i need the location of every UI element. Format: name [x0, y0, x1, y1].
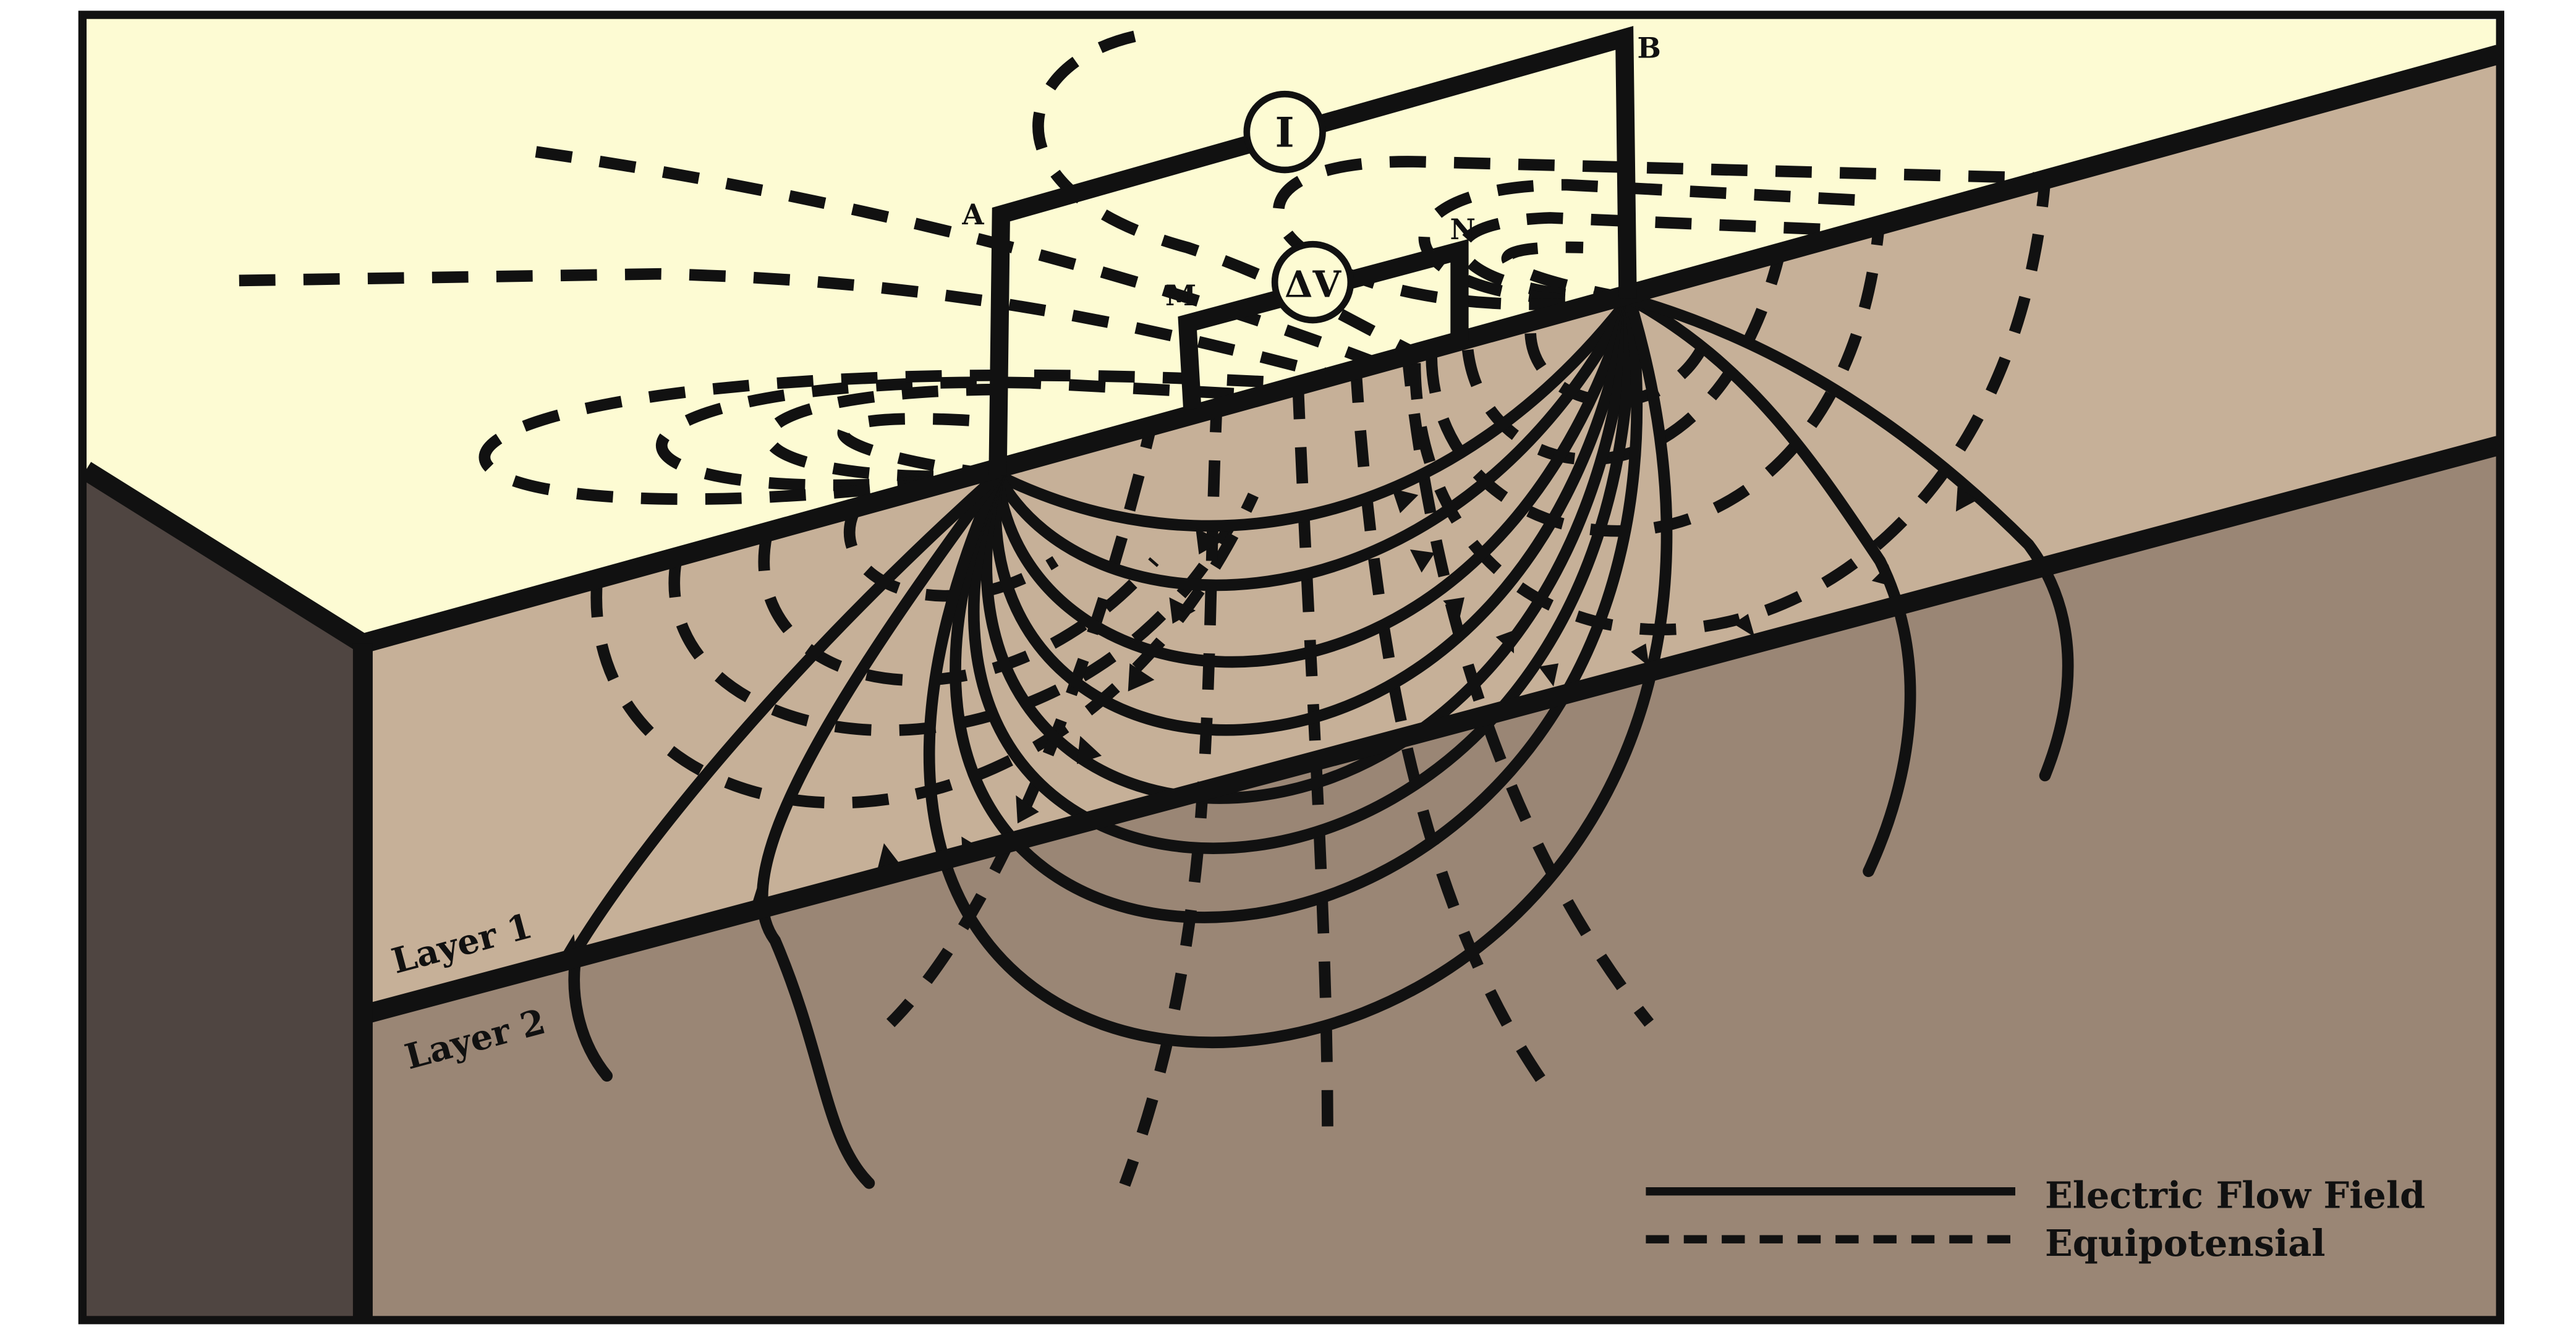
equipotential-b-1 — [1524, 332, 1712, 407]
flow-arrow — [1409, 549, 1435, 573]
equipotential-m-1 — [1119, 396, 1223, 1187]
flow-line-1 — [992, 292, 1636, 532]
flow-line-10 — [568, 469, 1004, 1082]
equipotential-a-4 — [590, 493, 1259, 809]
flow-arrow — [1077, 735, 1102, 765]
flow-arrow — [1538, 663, 1559, 687]
equipotential-a-3 — [668, 525, 1234, 737]
equipotential-a-2 — [758, 533, 1159, 687]
electrode-b-label: B — [1638, 31, 1661, 64]
layer-2-face — [362, 445, 2499, 1320]
current-meter-circle — [1243, 90, 1326, 174]
flow-arrow — [1128, 663, 1155, 692]
surface-equipotential-1 — [837, 413, 999, 481]
legend-flow-label: Electric Flow Field — [2045, 1174, 2425, 1216]
surface-equipotential-5 — [239, 268, 1338, 382]
electrode-m-label: M — [1165, 279, 1196, 312]
flow-line-5 — [980, 292, 1636, 804]
flow-arrow — [1169, 597, 1196, 624]
surface-equipotential-7 — [1032, 30, 1421, 360]
flow-arrow — [1955, 486, 1978, 512]
surface-equipotential-lines — [239, 30, 2046, 505]
flow-arrow — [1392, 488, 1419, 514]
flow-arrow — [1495, 630, 1514, 654]
flow-arrow — [1631, 643, 1649, 667]
flow-arrows — [559, 486, 1978, 962]
current-meter-label: I — [1275, 108, 1294, 157]
legend-equipotential-label: Equipotensial — [2045, 1222, 2326, 1264]
equipotential-n-1 — [1350, 366, 1547, 1085]
flow-line-7 — [950, 292, 1643, 923]
flow-line-3 — [992, 292, 1636, 668]
flow-line-4 — [990, 292, 1636, 736]
surface-equipotential-10 — [1418, 179, 1881, 306]
flow-arrow — [1443, 597, 1464, 619]
voltage-meter-label: ΔV — [1285, 263, 1342, 306]
flow-line-12 — [1623, 292, 2074, 782]
surface-equipotential-3 — [656, 376, 1278, 491]
side-face — [85, 470, 363, 1320]
equipotential-b-4 — [1409, 180, 2051, 636]
electrode-n-label: N — [1450, 213, 1476, 246]
layer-1-face — [362, 54, 2499, 1015]
flow-arrow — [1016, 795, 1039, 824]
layer-boundary — [360, 436, 2501, 1025]
voltage-meter-circle — [1271, 240, 1354, 324]
flow-arrow — [1196, 528, 1222, 555]
flow-field-lines — [568, 292, 2074, 1189]
flow-line-11 — [1623, 292, 1916, 878]
surface-equipotential-4 — [478, 369, 1287, 505]
legend: Electric Flow Field Equipotensial — [1646, 1174, 2425, 1264]
electrode-a-label: A — [961, 198, 984, 231]
frame-border — [78, 11, 2504, 1324]
flow-arrow — [1871, 564, 1897, 588]
flow-line-2 — [992, 292, 1636, 591]
flow-arrow — [1733, 614, 1755, 637]
flow-line-6 — [968, 292, 1636, 854]
surface-equipotential-11 — [1273, 156, 2046, 310]
